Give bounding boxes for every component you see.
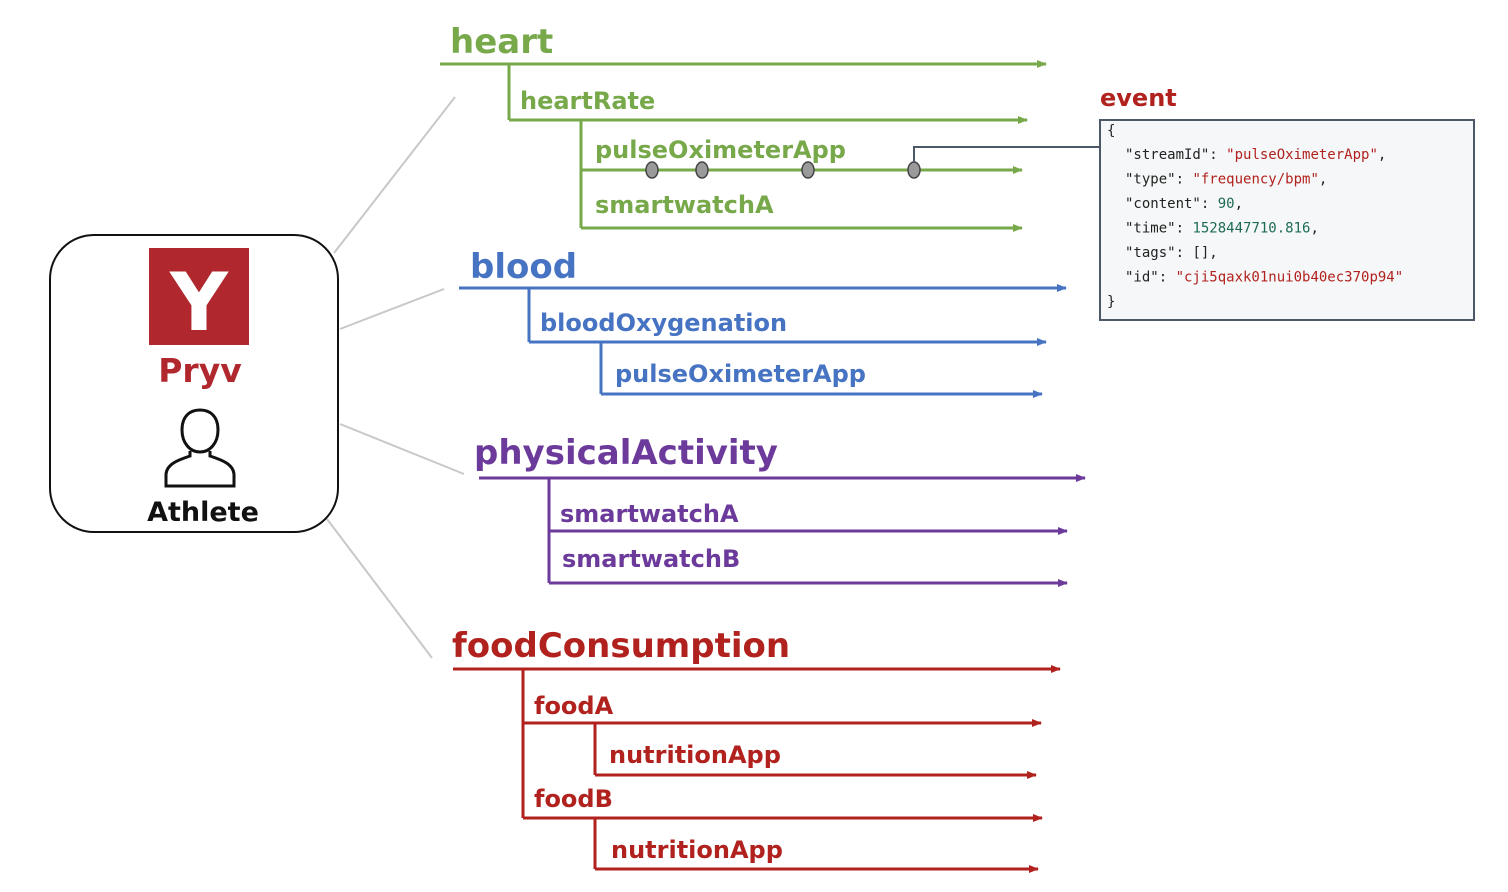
label-heart: heart (450, 22, 553, 62)
json-value: "pulseOximeterApp" (1226, 147, 1378, 163)
account-box: Y Pryv Athlete (49, 234, 339, 533)
connector-physical (339, 423, 465, 475)
pryv-logo-letter: Y (169, 256, 229, 349)
label-physicalActivity: physicalActivity (474, 433, 778, 473)
label-physical-smartwatchA: smartwatchA (560, 500, 739, 528)
connector-lines (326, 96, 465, 659)
json-field: "streamId": "pulseOximeterApp", (1125, 147, 1386, 163)
json-value: "cji5qaxk01nui0b40ec370p94" (1176, 270, 1404, 286)
json-key: "tags" (1125, 245, 1176, 261)
event-json-fields: "streamId": "pulseOximeterApp","type": "… (1125, 147, 1403, 286)
json-comma: , (1378, 147, 1386, 163)
json-value: [] (1192, 245, 1209, 261)
label-foodB-nutritionApp: nutritionApp (611, 836, 783, 864)
event-title: event (1100, 84, 1177, 112)
label-foodConsumption: foodConsumption (452, 626, 790, 666)
json-close-brace: } (1107, 294, 1115, 310)
json-colon: : (1176, 221, 1193, 237)
label-foodA: foodA (534, 692, 614, 720)
json-comma: , (1310, 221, 1318, 237)
event-dot[interactable] (645, 161, 659, 179)
label-foodB: foodB (534, 785, 613, 813)
stream-foodConsumption (453, 665, 1061, 873)
json-value: 90 (1218, 196, 1235, 212)
json-colon: : (1176, 172, 1193, 188)
event-dot[interactable] (801, 161, 815, 179)
json-colon: : (1176, 245, 1193, 261)
json-field: "content": 90, (1125, 196, 1243, 212)
user-icon (164, 408, 236, 488)
event-dots (645, 161, 921, 179)
event-json-box (1099, 119, 1475, 321)
event-dot-selected[interactable] (907, 161, 921, 179)
connector-heart (333, 96, 456, 254)
json-field: "id": "cji5qaxk01nui0b40ec370p94" (1125, 270, 1403, 286)
user-name: Athlete (147, 497, 259, 528)
json-field: "type": "frequency/bpm", (1125, 172, 1327, 188)
json-field: "tags": [], (1125, 245, 1218, 261)
json-open-brace: { (1107, 123, 1115, 139)
label-foodA-nutritionApp: nutritionApp (609, 741, 781, 769)
json-value: "frequency/bpm" (1192, 172, 1318, 188)
json-key: "id" (1125, 270, 1159, 286)
label-bloodOxygenation: bloodOxygenation (540, 309, 787, 337)
pryv-logo (149, 248, 249, 345)
label-physical-smartwatchB: smartwatchB (562, 545, 740, 573)
json-comma: , (1319, 172, 1327, 188)
json-colon: : (1209, 147, 1226, 163)
label-heart-pulseOximeterApp: pulseOximeterApp (595, 136, 846, 164)
json-key: "type" (1125, 172, 1176, 188)
brand-name: Pryv (158, 351, 242, 390)
label-heart-smartwatchA: smartwatchA (595, 191, 774, 219)
json-colon: : (1159, 270, 1176, 286)
json-comma: , (1235, 196, 1243, 212)
connector-blood (339, 288, 445, 330)
label-heartRate: heartRate (520, 87, 655, 115)
label-blood: blood (470, 247, 577, 287)
json-key: "streamId" (1125, 147, 1209, 163)
json-key: "time" (1125, 221, 1176, 237)
json-colon: : (1201, 196, 1218, 212)
json-key: "content" (1125, 196, 1201, 212)
event-dot[interactable] (695, 161, 709, 179)
label-blood-pulseOximeterApp: pulseOximeterApp (615, 360, 866, 388)
connector-food (326, 518, 433, 659)
json-comma: , (1209, 245, 1217, 261)
json-value: 1528447710.816 (1192, 221, 1310, 237)
event-callout-line (913, 146, 1100, 162)
account-box-frame (49, 234, 339, 533)
stream-physicalActivity (479, 474, 1086, 587)
stream-blood (459, 284, 1067, 398)
json-field: "time": 1528447710.816, (1125, 221, 1319, 237)
